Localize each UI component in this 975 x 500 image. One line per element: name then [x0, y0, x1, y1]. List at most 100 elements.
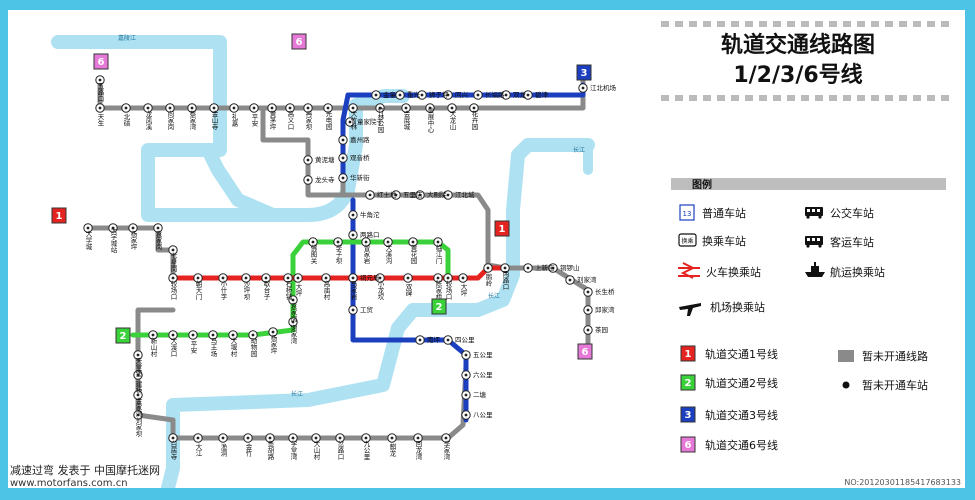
- station-marker[interactable]: [228, 330, 238, 340]
- station-marker[interactable]: [461, 350, 471, 360]
- station-marker[interactable]: [267, 103, 277, 113]
- station-marker[interactable]: [188, 330, 198, 340]
- station-marker[interactable]: [338, 173, 348, 183]
- station-marker[interactable]: [469, 103, 479, 113]
- station-marker[interactable]: [165, 103, 175, 113]
- station-marker[interactable]: [348, 210, 358, 220]
- station-marker[interactable]: [133, 350, 143, 360]
- station-marker[interactable]: [565, 275, 575, 285]
- station-marker[interactable]: [578, 83, 588, 93]
- station-marker[interactable]: [473, 90, 483, 100]
- station-marker[interactable]: [218, 433, 228, 443]
- station-marker[interactable]: [348, 230, 358, 240]
- station-marker[interactable]: [401, 103, 411, 113]
- station-marker[interactable]: [443, 190, 453, 200]
- station-marker[interactable]: [391, 190, 401, 200]
- station-marker[interactable]: [108, 223, 118, 233]
- station-marker[interactable]: [268, 327, 278, 337]
- station-marker[interactable]: [583, 325, 593, 335]
- station-marker[interactable]: [338, 135, 348, 145]
- station-marker[interactable]: [371, 90, 381, 100]
- station-marker[interactable]: [288, 433, 298, 443]
- station-marker[interactable]: [348, 103, 358, 113]
- station-marker[interactable]: [403, 273, 413, 283]
- station-marker[interactable]: [83, 223, 93, 233]
- station-marker[interactable]: [447, 103, 457, 113]
- station-marker[interactable]: [383, 237, 393, 247]
- station-marker[interactable]: [321, 273, 331, 283]
- station-marker[interactable]: [483, 263, 493, 273]
- station-marker[interactable]: [95, 103, 105, 113]
- station-marker[interactable]: [443, 90, 453, 100]
- station-marker[interactable]: [417, 90, 427, 100]
- station-marker[interactable]: [461, 390, 471, 400]
- station-marker[interactable]: [443, 273, 453, 283]
- station-marker[interactable]: [265, 433, 275, 443]
- station-marker[interactable]: [413, 433, 423, 443]
- station-marker[interactable]: [133, 390, 143, 400]
- station-marker[interactable]: [415, 335, 425, 345]
- station-marker[interactable]: [308, 237, 318, 247]
- station-marker[interactable]: [243, 433, 253, 443]
- station-marker[interactable]: [261, 273, 271, 283]
- station-marker[interactable]: [361, 237, 371, 247]
- station-marker[interactable]: [249, 103, 259, 113]
- station-marker[interactable]: [583, 287, 593, 297]
- station-marker[interactable]: [323, 103, 333, 113]
- station-marker[interactable]: [335, 433, 345, 443]
- station-marker[interactable]: [548, 263, 558, 273]
- station-marker[interactable]: [338, 153, 348, 163]
- station-marker[interactable]: [303, 155, 313, 165]
- station-marker[interactable]: [248, 330, 258, 340]
- station-marker[interactable]: [501, 90, 511, 100]
- station-marker[interactable]: [288, 317, 298, 327]
- station-marker[interactable]: [209, 103, 219, 113]
- station-marker[interactable]: [288, 295, 298, 305]
- station-marker[interactable]: [303, 175, 313, 185]
- station-marker[interactable]: [148, 330, 158, 340]
- station-marker[interactable]: [168, 245, 178, 255]
- station-marker[interactable]: [583, 305, 593, 315]
- station-marker[interactable]: [375, 103, 385, 113]
- station-marker[interactable]: [229, 103, 239, 113]
- station-marker[interactable]: [193, 433, 203, 443]
- station-marker[interactable]: [143, 103, 153, 113]
- station-marker[interactable]: [365, 190, 375, 200]
- station-marker[interactable]: [361, 433, 371, 443]
- station-marker[interactable]: [433, 237, 443, 247]
- station-marker[interactable]: [348, 273, 358, 283]
- station-marker[interactable]: [523, 90, 533, 100]
- station-marker[interactable]: [395, 90, 405, 100]
- station-marker[interactable]: [443, 335, 453, 345]
- station-marker[interactable]: [193, 273, 203, 283]
- station-marker[interactable]: [128, 223, 138, 233]
- station-marker[interactable]: [458, 273, 468, 283]
- station-marker[interactable]: [133, 370, 143, 380]
- station-marker[interactable]: [500, 263, 510, 273]
- station-marker[interactable]: [433, 273, 443, 283]
- station-marker[interactable]: [311, 433, 321, 443]
- station-marker[interactable]: [523, 263, 533, 273]
- station-marker[interactable]: [168, 330, 178, 340]
- station-marker[interactable]: [218, 273, 228, 283]
- station-marker[interactable]: [187, 103, 197, 113]
- station-marker[interactable]: [425, 103, 435, 113]
- station-marker[interactable]: [415, 190, 425, 200]
- station-marker[interactable]: [208, 330, 218, 340]
- station-marker[interactable]: [441, 433, 451, 443]
- station-marker[interactable]: [303, 103, 313, 113]
- station-marker[interactable]: [348, 305, 358, 315]
- station-marker[interactable]: [95, 75, 105, 85]
- station-marker[interactable]: [387, 433, 397, 443]
- station-marker[interactable]: [293, 273, 303, 283]
- station-marker[interactable]: [168, 433, 178, 443]
- station-marker[interactable]: [153, 223, 163, 233]
- station-marker[interactable]: [283, 273, 293, 283]
- station-marker[interactable]: [241, 273, 251, 283]
- station-marker[interactable]: [345, 117, 355, 127]
- station-marker[interactable]: [121, 103, 131, 113]
- station-marker[interactable]: [408, 237, 418, 247]
- station-marker[interactable]: [461, 370, 471, 380]
- station-marker[interactable]: [133, 410, 143, 420]
- station-marker[interactable]: [333, 237, 343, 247]
